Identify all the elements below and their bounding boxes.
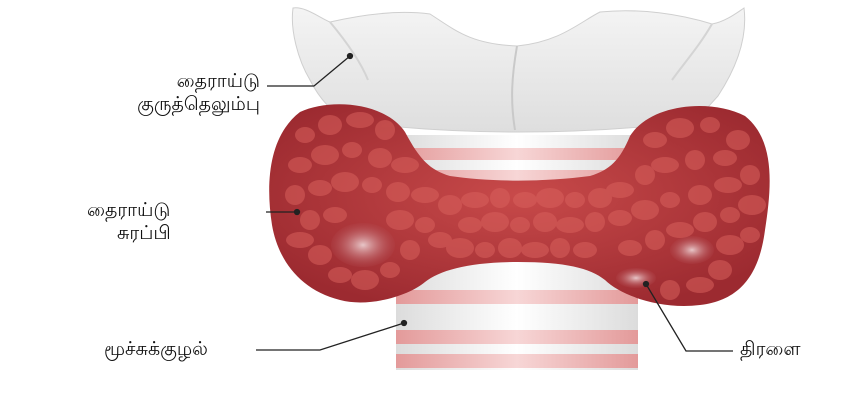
gland-lobule [635,165,655,185]
gland-lobule [490,188,510,208]
gland-lobule [342,142,362,158]
gland-lobule [300,210,320,230]
label-thyroid-cartilage: தைராய்டு குருத்தெலும்பு [62,70,260,116]
gland-lobule [380,262,400,278]
gland-lobule [645,230,665,250]
label-nodule-text: திரளை [740,338,801,360]
gland-lobule [708,260,732,280]
gland-lobule [386,210,414,230]
gland-lobule [565,192,585,208]
gland-lobule [666,118,694,138]
gland-lobule [608,210,632,226]
gland-lobule [533,212,557,232]
label-thyroid-gland: தைராய்டு சுரப்பி [87,199,171,245]
gland-lobule [318,115,342,135]
label-trachea-text: மூச்சுக்குழல் [104,338,208,360]
gland-lobule [288,157,312,173]
gland-lobule [513,192,537,208]
gland-lobule [328,267,352,283]
gland-lobule [285,185,305,205]
trachea-leader [256,323,404,350]
nodule-right-upper [670,236,714,264]
gland-lobule [521,242,549,258]
gland-lobule [700,117,720,133]
nodule-dot [644,282,649,287]
gland-lobule [510,217,530,233]
label-nodule: திரளை [740,338,801,361]
gland-lobule [391,157,419,173]
gland-lobule [714,177,742,193]
gland-lobule [458,217,482,233]
label-thyroid-gland-line2: சுரப்பி [87,222,171,245]
gland-dot [295,210,300,215]
label-thyroid-gland-line1: தைராய்டு [87,199,171,222]
nodule-left [331,223,395,267]
gland-lobule [351,270,379,290]
gland-lobule [688,185,712,205]
gland-lobule [738,195,766,215]
gland-lobule [720,207,740,223]
gland-lobule [286,232,314,248]
gland-lobule [311,145,339,165]
nodule-right [616,268,656,288]
gland-lobule [323,207,347,223]
gland-lobule [481,212,509,232]
gland-lobule [585,212,605,232]
gland-lobule [666,222,694,238]
gland-lobule [331,172,359,192]
gland-lobule [686,277,714,293]
gland-lobule [308,180,332,196]
gland-lobule [498,238,522,258]
gland-lobule [606,182,634,198]
cartilage-dot [348,54,353,59]
gland-lobule [346,112,374,128]
trachea-dot [402,321,407,326]
gland-lobule [550,238,570,258]
gland-lobule [693,212,717,232]
gland-lobule [428,232,452,248]
gland-lobule [726,130,750,150]
gland-lobule [362,177,382,193]
gland-lobule [713,150,737,166]
gland-lobule [618,240,642,256]
gland-lobule [295,127,315,143]
gland-lobule [643,132,667,148]
label-trachea: மூச்சுக்குழல் [104,338,208,361]
gland-lobule [631,200,659,220]
gland-lobule [716,235,744,255]
gland-lobule [651,157,679,173]
gland-lobule [400,240,420,260]
label-thyroid-cartilage-line1: தைராய்டு [62,70,260,93]
gland-lobule [573,242,597,258]
gland-lobule [415,217,435,233]
gland-lobule [556,217,584,233]
gland-lobule [475,242,495,258]
gland-lobule [368,148,392,168]
gland-lobule [685,150,705,170]
gland-lobule [386,182,410,202]
gland-lobule [461,192,489,208]
gland-lobule [411,187,439,203]
gland-lobule [308,245,332,265]
gland-lobule [375,120,395,140]
gland-lobule [740,227,760,243]
gland-lobule [660,192,680,208]
gland-lobule [438,195,462,215]
gland-lobule [740,165,760,185]
gland-lobule [536,188,564,208]
gland-lobule [660,280,680,300]
label-thyroid-cartilage-line2: குருத்தெலும்பு [62,93,260,116]
